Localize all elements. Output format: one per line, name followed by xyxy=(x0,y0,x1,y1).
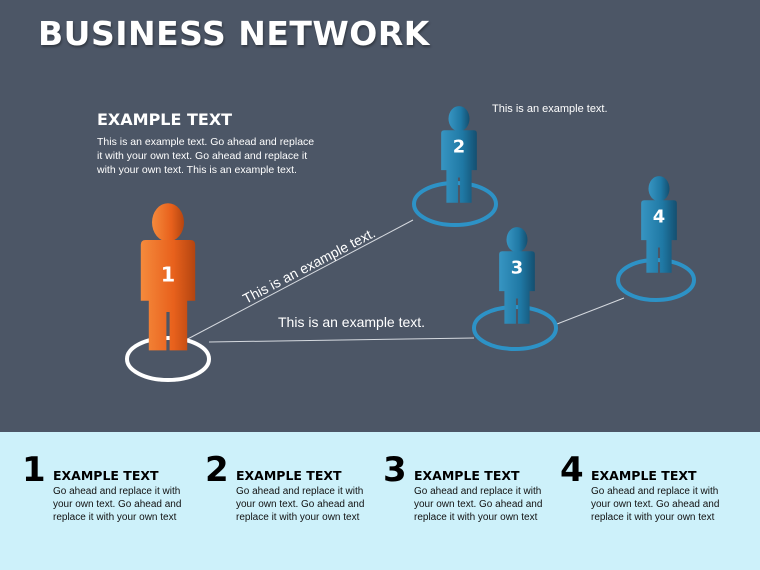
slide-title: BUSINESS NETWORK xyxy=(38,14,430,53)
footer-item-heading: EXAMPLE TEXT xyxy=(591,468,697,483)
person-number-4: 4 xyxy=(653,206,665,227)
connector-line-3-4 xyxy=(556,297,625,325)
person-number-1: 1 xyxy=(161,263,175,287)
footer-item-heading: EXAMPLE TEXT xyxy=(414,468,520,483)
top-note-text: This is an example text. xyxy=(492,103,608,115)
footer-item-text: Go ahead and replace it with your own te… xyxy=(53,486,182,523)
ring-base-1 xyxy=(125,336,211,382)
person-number-2: 2 xyxy=(453,136,465,157)
person-figure-3: 3 xyxy=(499,227,535,324)
footer-item-3: 3 EXAMPLE TEXT Go ahead and replace it w… xyxy=(383,452,553,532)
intro-heading: EXAMPLE TEXT xyxy=(97,110,233,129)
network-diagram: This is an example text. This is an exam… xyxy=(125,106,696,382)
footer-item-4: 4 EXAMPLE TEXT Go ahead and replace it w… xyxy=(560,452,730,532)
footer-panel xyxy=(0,432,760,570)
connector-label-horizontal: This is an example text. xyxy=(278,314,425,330)
footer-item-number: 2 xyxy=(205,450,229,490)
footer-item-text: Go ahead and replace it with your own te… xyxy=(591,486,720,523)
person-number-3: 3 xyxy=(511,257,523,278)
footer-item-heading: EXAMPLE TEXT xyxy=(236,468,342,483)
person-figure-2: 2 xyxy=(441,106,477,203)
footer-item-text: Go ahead and replace it with your own te… xyxy=(236,486,365,523)
footer-item-1: 1 EXAMPLE TEXT Go ahead and replace it w… xyxy=(22,452,192,532)
footer-item-text: Go ahead and replace it with your own te… xyxy=(414,486,543,523)
person-figure-4: 4 xyxy=(641,176,677,273)
footer-item-heading: EXAMPLE TEXT xyxy=(53,468,159,483)
person-figure-1: 1 xyxy=(140,203,196,351)
connector-label-diagonal: This is an example text. xyxy=(240,225,378,307)
intro-body: This is an example text. Go ahead and re… xyxy=(97,136,315,176)
footer-item-number: 3 xyxy=(383,450,407,490)
footer-item-number: 1 xyxy=(22,450,46,490)
footer-item-2: 2 EXAMPLE TEXT Go ahead and replace it w… xyxy=(205,452,375,532)
connector-line-1-3 xyxy=(208,337,475,343)
footer-item-number: 4 xyxy=(560,450,584,490)
connector-line-1-2 xyxy=(181,219,414,343)
